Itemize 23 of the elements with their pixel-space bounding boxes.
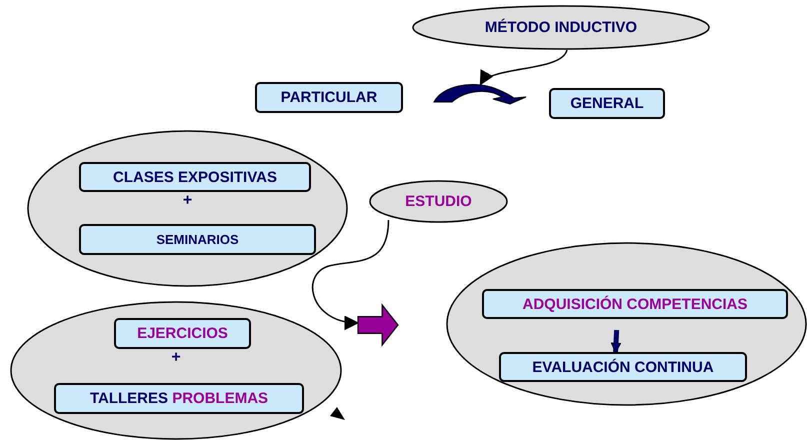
text-box bbox=[255, 82, 403, 113]
node-text: MÉTODO INDUCTIVO bbox=[484, 19, 638, 36]
connector-arrow bbox=[312, 220, 390, 330]
text-box bbox=[54, 383, 304, 414]
node-text: ESTUDIO bbox=[405, 193, 472, 210]
text-box bbox=[114, 318, 251, 349]
text-box bbox=[499, 352, 747, 382]
text-box bbox=[549, 88, 665, 119]
node-text: PARTICULAR bbox=[280, 89, 378, 106]
node-text: EJERCICIOS bbox=[137, 325, 228, 342]
node-text: GENERAL bbox=[570, 95, 644, 112]
text-box bbox=[79, 224, 316, 255]
node-text: TALLERES PROBLEMAS bbox=[90, 390, 268, 407]
text-box bbox=[79, 162, 311, 192]
text-box bbox=[482, 289, 788, 319]
node-text: ADQUISICIÓN COMPETENCIAS bbox=[522, 296, 748, 312]
plus-sign: + bbox=[170, 349, 182, 367]
connector-arrow bbox=[480, 50, 568, 86]
connector-arrow bbox=[610, 330, 622, 354]
node-text: CLASES EXPOSITIVAS bbox=[113, 168, 277, 186]
node-text: SEMINARIOS bbox=[156, 232, 239, 247]
plus-sign: + bbox=[182, 192, 194, 210]
node-text: EVALUACIÓN CONTINUA bbox=[532, 358, 714, 376]
